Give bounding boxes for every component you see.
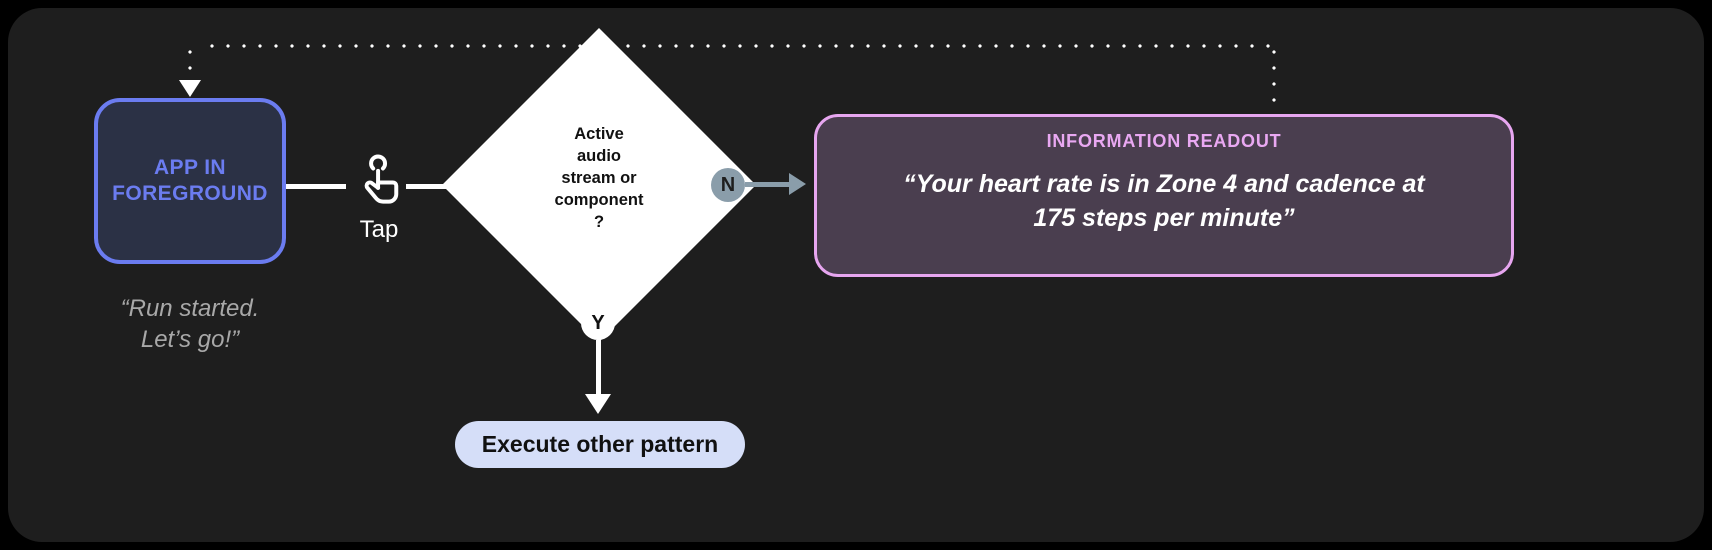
node-app-label: APP IN FOREGROUND xyxy=(112,155,268,208)
decision-label-line3: stream or xyxy=(561,168,637,187)
decision-label-line2: audio xyxy=(577,146,621,165)
node-app-caption-line1: “Run started. xyxy=(120,295,260,322)
decision-label-line4: component xyxy=(554,190,644,209)
tap-gesture-label: Tap xyxy=(359,216,399,243)
edge-no-arrowhead-icon xyxy=(789,173,806,195)
readout-quote-line2: 175 steps per minute” xyxy=(1033,203,1295,232)
decision-label-line1: Active xyxy=(574,125,624,143)
feedback-loop-left-segment xyxy=(188,44,192,84)
edge-no-to-readout xyxy=(745,182,793,187)
edge-yes-arrowhead-icon xyxy=(585,394,611,414)
readout-quote: “Your heart rate is in Zone 4 and cadenc… xyxy=(844,168,1484,236)
node-app-in-foreground[interactable]: APP IN FOREGROUND xyxy=(94,98,286,264)
node-app-label-line2: FOREGROUND xyxy=(112,182,268,205)
tap-gesture-icon xyxy=(348,154,410,215)
branch-badge-yes: Y xyxy=(581,306,615,340)
node-app-caption-line2: Let’s go!” xyxy=(140,326,240,354)
edge-app-to-tap xyxy=(286,184,346,189)
node-app-label-line1: APP IN xyxy=(153,155,227,179)
node-app-caption: “Run started. Let’s go!” xyxy=(68,293,312,355)
node-decision-audio-stream[interactable]: Active audio stream or component ? xyxy=(442,28,756,342)
branch-badge-no: N xyxy=(711,168,745,202)
readout-quote-line1: “Your heart rate is in Zone 4 and cadenc… xyxy=(903,170,1425,198)
node-execute-other-pattern[interactable]: Execute other pattern xyxy=(455,421,745,468)
feedback-loop-right-segment xyxy=(1272,44,1276,116)
decision-label: Active audio stream or component ? xyxy=(524,124,674,234)
decision-label-line5: ? xyxy=(593,212,605,231)
feedback-loop-arrowhead-icon xyxy=(179,80,201,97)
edge-decision-to-yes-badge xyxy=(596,294,601,308)
node-information-readout[interactable]: INFORMATION READOUT “Your heart rate is … xyxy=(814,114,1514,277)
feedback-loop-top-segment xyxy=(204,44,1276,48)
readout-title: INFORMATION READOUT xyxy=(1046,131,1282,151)
edge-yes-to-execute-pattern xyxy=(596,340,601,396)
diagram-canvas: APP IN FOREGROUND “Run started. Let’s go… xyxy=(8,8,1704,542)
